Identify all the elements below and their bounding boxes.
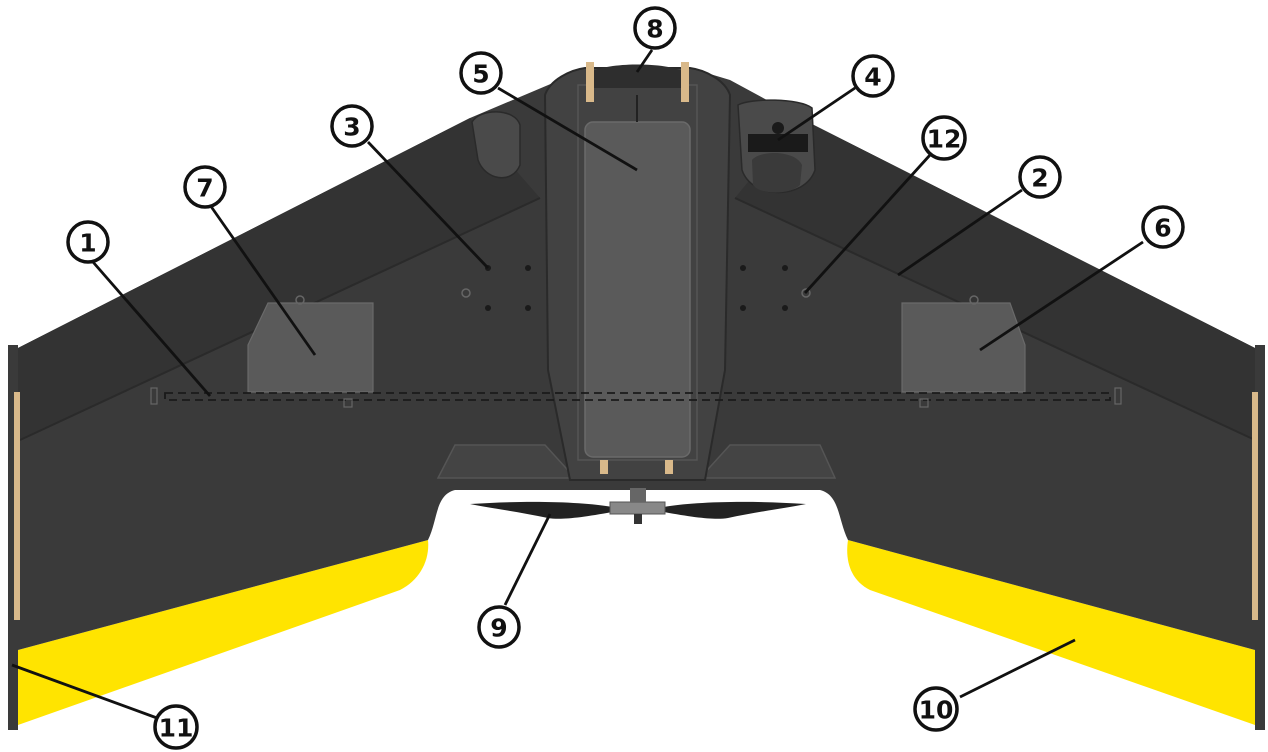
- leader-11: [11, 663, 158, 720]
- winglet-strip-right: [1252, 392, 1258, 620]
- payload-panel: [584, 121, 691, 458]
- callout-8: 8: [633, 6, 677, 50]
- spar-clips: [150, 387, 1122, 408]
- leader-1: [91, 261, 212, 397]
- leader-5: [497, 86, 638, 172]
- callout-5: 5: [459, 51, 503, 95]
- svg-text:5: 5: [472, 60, 489, 89]
- svg-text:4: 4: [864, 63, 881, 92]
- winglet-strip-left: [14, 392, 20, 620]
- svg-text:3: 3: [343, 113, 360, 142]
- vent-holes: [295, 288, 979, 305]
- rear-fairing-right: [698, 444, 837, 479]
- rear-tab-left: [600, 460, 608, 474]
- leader-3: [366, 141, 490, 269]
- svg-text:7: 7: [196, 174, 213, 203]
- callout-10: 10: [913, 686, 959, 732]
- wing-leading-shade-right: [735, 118, 1255, 440]
- right-elevon: [847, 540, 1255, 725]
- leader-8: [635, 49, 654, 73]
- callout-3: 3: [330, 104, 374, 148]
- callout-6: 6: [1141, 205, 1185, 249]
- wing-leading-shade-left: [18, 118, 540, 440]
- callout-1: 1: [66, 220, 110, 264]
- screws-right: [740, 265, 788, 311]
- callout-2: 2: [1018, 155, 1062, 199]
- rear-fairing: [436, 444, 577, 479]
- camera-lens-area: [752, 153, 802, 193]
- svg-text:11: 11: [159, 714, 194, 743]
- callout-7: 7: [183, 165, 227, 209]
- propeller: [470, 488, 806, 524]
- rear-tab-right: [665, 460, 673, 474]
- nose-cap: [590, 64, 685, 88]
- camera-button: [772, 122, 784, 134]
- callout-11: 11: [153, 704, 199, 750]
- leader-10: [959, 638, 1076, 699]
- leader-7: [208, 204, 317, 356]
- winglet-right: [1255, 345, 1265, 730]
- leader-4: [777, 86, 856, 142]
- svg-text:1: 1: [79, 229, 96, 258]
- wing-spar-dashed: [164, 392, 1111, 401]
- leader-12: [803, 154, 932, 294]
- svg-text:8: 8: [646, 15, 663, 44]
- hatch-right: [901, 302, 1026, 393]
- leader-2: [897, 188, 1023, 277]
- svg-text:2: 2: [1031, 164, 1048, 193]
- svg-text:12: 12: [927, 125, 962, 154]
- callout-4: 4: [851, 54, 895, 98]
- svg-text:9: 9: [490, 614, 507, 643]
- leader-6: [979, 240, 1144, 352]
- callout-9: 9: [477, 605, 521, 649]
- camera-sensor: [748, 134, 808, 152]
- pitot-bump: [471, 111, 521, 179]
- left-elevon: [18, 540, 429, 725]
- svg-text:6: 6: [1154, 214, 1171, 243]
- nose-strip-right: [681, 62, 689, 102]
- nose-strip-left: [586, 62, 594, 102]
- leader-9: [503, 513, 552, 606]
- winglet-left: [8, 345, 18, 730]
- callout-12: 12: [921, 115, 967, 161]
- svg-text:10: 10: [919, 696, 954, 725]
